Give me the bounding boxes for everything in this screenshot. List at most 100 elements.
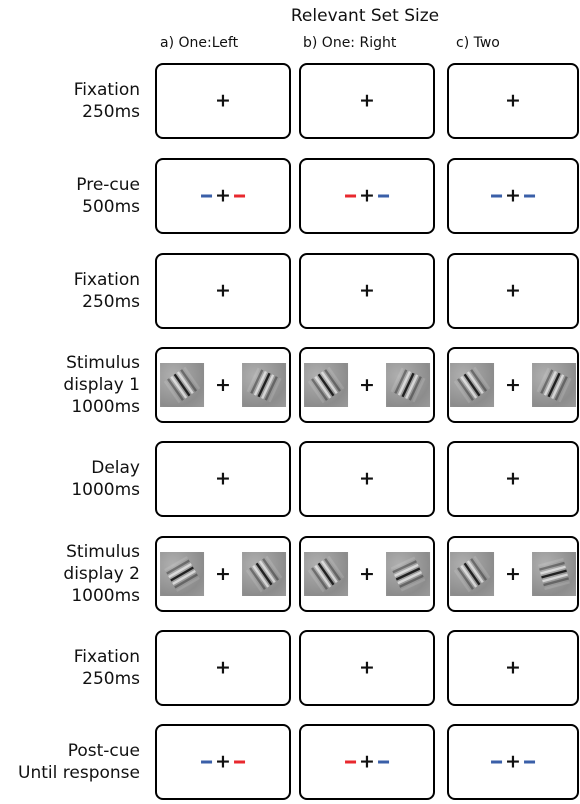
figure-title: Relevant Set Size xyxy=(290,6,440,26)
fixation-cross: + xyxy=(359,656,375,679)
screen-panel: + xyxy=(447,536,579,612)
screen-panel: + xyxy=(155,630,291,706)
screen-panel: + xyxy=(299,158,435,234)
row-label-line: Fixation xyxy=(73,647,140,667)
grating-patch-left xyxy=(450,363,495,407)
blue-cue-bar xyxy=(523,194,535,198)
row-label-line: 1000ms xyxy=(71,480,140,500)
screen-panel: + xyxy=(447,441,579,517)
fixation-cross: + xyxy=(215,750,231,773)
screen-panel: + xyxy=(447,63,579,139)
grating-patch-right xyxy=(241,363,286,407)
row-label-line: 1000ms xyxy=(71,586,140,606)
row-label-line: Stimulus xyxy=(66,542,140,562)
screen-panel: + xyxy=(155,253,291,329)
row-label-line: Fixation xyxy=(73,80,140,100)
blue-cue-bar xyxy=(377,194,389,198)
fixation-cross: + xyxy=(505,750,521,773)
fixation-cross: + xyxy=(359,373,375,396)
grating-patch-left xyxy=(160,552,205,596)
row-label-line: 250ms xyxy=(82,102,140,122)
screen-panel: + xyxy=(155,441,291,517)
blue-cue-bar xyxy=(523,760,535,764)
blue-cue-bar xyxy=(201,760,213,764)
grating-patch-left xyxy=(304,552,349,596)
fixation-cross: + xyxy=(505,562,521,585)
fixation-cross: + xyxy=(215,89,231,112)
red-cue-bar xyxy=(345,194,357,198)
column-header-a: a) One:Left xyxy=(160,35,239,51)
fixation-cross: + xyxy=(215,656,231,679)
screen-panel: + xyxy=(299,347,435,423)
grating-patch-right xyxy=(385,552,430,596)
row-label-line: 250ms xyxy=(82,292,140,312)
column-header-b: b) One: Right xyxy=(303,35,397,51)
fixation-cross: + xyxy=(215,373,231,396)
row-label-line: Until response xyxy=(18,763,140,783)
grating-patch-right xyxy=(385,363,430,407)
fixation-cross: + xyxy=(359,184,375,207)
screen-panel: + xyxy=(447,158,579,234)
fixation-cross: + xyxy=(215,184,231,207)
blue-cue-bar xyxy=(491,760,503,764)
fixation-cross: + xyxy=(215,467,231,490)
screen-panel: + xyxy=(299,253,435,329)
fixation-cross: + xyxy=(505,89,521,112)
red-cue-bar xyxy=(233,194,245,198)
row-label-line: Pre-cue xyxy=(76,175,140,195)
screen-panel: + xyxy=(299,724,435,800)
row-label-line: Delay xyxy=(91,458,140,478)
blue-cue-bar xyxy=(377,760,389,764)
screen-panel: + xyxy=(155,536,291,612)
fixation-cross: + xyxy=(359,467,375,490)
screen-panel: + xyxy=(299,441,435,517)
screen-panel: + xyxy=(447,347,579,423)
row-label-line: display 1 xyxy=(63,375,140,395)
fixation-cross: + xyxy=(215,279,231,302)
row-label-line: Stimulus xyxy=(66,353,140,373)
screen-panel: + xyxy=(155,347,291,423)
screen-panel: + xyxy=(155,724,291,800)
fixation-cross: + xyxy=(505,279,521,302)
fixation-cross: + xyxy=(505,184,521,207)
screen-panel: + xyxy=(447,253,579,329)
fixation-cross: + xyxy=(359,89,375,112)
screen-panel: + xyxy=(299,63,435,139)
row-label-line: Fixation xyxy=(73,270,140,290)
red-cue-bar xyxy=(233,760,245,764)
screen-panel: + xyxy=(155,63,291,139)
column-header-c: c) Two xyxy=(456,35,500,51)
fixation-cross: + xyxy=(215,562,231,585)
screen-panel: + xyxy=(299,630,435,706)
fixation-cross: + xyxy=(359,750,375,773)
grating-patch-right xyxy=(241,552,286,596)
blue-cue-bar xyxy=(491,194,503,198)
row-label-line: 1000ms xyxy=(71,397,140,417)
row-label-line: 500ms xyxy=(82,197,140,217)
fixation-cross: + xyxy=(359,562,375,585)
fixation-cross: + xyxy=(359,279,375,302)
grating-patch-left xyxy=(450,552,495,596)
screen-panel: + xyxy=(155,158,291,234)
screen-panel: + xyxy=(447,630,579,706)
row-label-line: display 2 xyxy=(63,564,140,584)
grating-patch-right xyxy=(531,552,576,596)
row-label-line: 250ms xyxy=(82,669,140,689)
screen-panel: + xyxy=(299,536,435,612)
blue-cue-bar xyxy=(201,194,213,198)
fixation-cross: + xyxy=(505,373,521,396)
fixation-cross: + xyxy=(505,656,521,679)
grating-patch-right xyxy=(531,363,576,407)
grating-patch-left xyxy=(160,363,205,407)
red-cue-bar xyxy=(345,760,357,764)
row-label-line: Post-cue xyxy=(67,741,140,761)
fixation-cross: + xyxy=(505,467,521,490)
